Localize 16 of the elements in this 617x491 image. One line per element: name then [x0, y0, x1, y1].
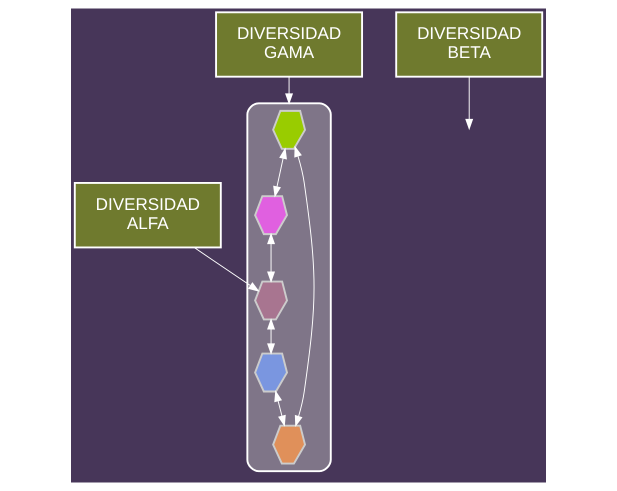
arrow — [294, 146, 315, 427]
node-box: DIVERSIDAD BETA — [395, 11, 544, 78]
node-blob — [272, 424, 306, 465]
arrow — [273, 147, 287, 198]
arrow — [267, 232, 276, 283]
arrow — [285, 76, 294, 105]
node-blob — [254, 280, 288, 320]
node-box: DIVERSIDAD GAMA — [215, 11, 364, 78]
arrow — [194, 246, 260, 292]
arrow — [267, 318, 276, 355]
node-blob — [254, 195, 288, 236]
node-box: DIVERSIDAD ALFA — [74, 182, 222, 248]
node-blob — [254, 352, 288, 392]
arrow — [274, 390, 286, 427]
node-blob — [272, 110, 306, 150]
arrow — [465, 76, 474, 130]
